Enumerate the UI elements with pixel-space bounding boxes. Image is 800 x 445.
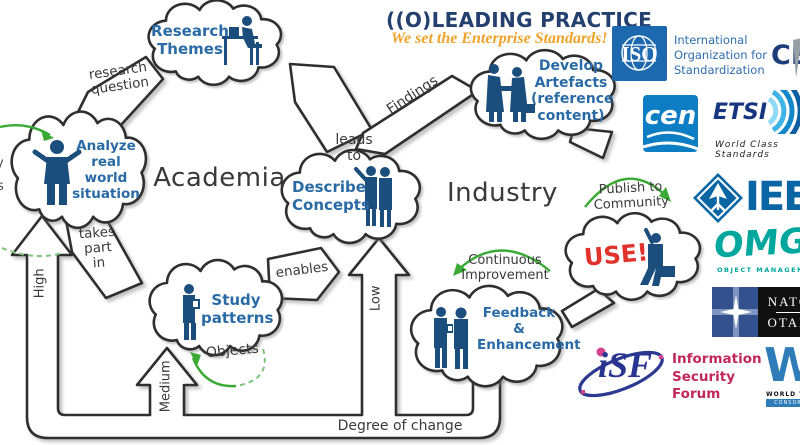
use-cloud-tail xyxy=(560,287,616,329)
objects-arc-dashed xyxy=(235,348,266,387)
ieee-diamond-icon xyxy=(693,173,743,223)
etsi-wordmark: ETSI xyxy=(713,100,768,125)
omg-caption: OBJECT MANAGEMENT xyxy=(717,266,800,274)
cen-logo: cen xyxy=(642,95,699,152)
analyze-person-icon xyxy=(32,140,82,205)
describe-people-icon xyxy=(354,166,392,227)
green-arrows xyxy=(0,124,671,388)
findings-ribbon xyxy=(354,74,480,156)
leads-to-label: leads to xyxy=(335,132,373,164)
etsi-arcs-icon xyxy=(767,90,800,134)
publish-arc xyxy=(584,177,668,208)
iso-abbr: ISO xyxy=(621,42,658,66)
takes-part-in-label: takes part in xyxy=(78,223,116,272)
incoming-arrow xyxy=(0,124,51,137)
high-label: High xyxy=(32,268,48,299)
leading-practice-tagline: We set the Enterprise Standards! xyxy=(391,30,608,47)
study-person-icon xyxy=(183,284,200,340)
w3c-bar: CONSOR xyxy=(766,399,800,407)
handshake-people-icon xyxy=(486,64,535,122)
publish-to-community-label: Publish to Community xyxy=(593,179,670,213)
analyze-label: Analyze real world situation xyxy=(72,138,140,202)
study-patterns-label: Study patterns xyxy=(201,291,274,327)
dashed-loop-arc xyxy=(1,247,63,258)
continuous-improvement-label: Continuous Improvement xyxy=(461,253,549,283)
degree-of-change-channel xyxy=(10,214,502,440)
develop-artefacts-cloud-tail xyxy=(568,126,614,160)
nato-flag-icon xyxy=(712,287,760,337)
develop-artefacts-label: Develop Artefacts (reference content) xyxy=(531,58,614,124)
research-themes-label: Research Themes xyxy=(151,22,229,58)
nato-star-icon xyxy=(720,295,752,329)
iso-logo: ISO xyxy=(612,26,667,81)
researcher-at-desk-icon xyxy=(222,16,262,65)
ieee-wordmark: IEEE xyxy=(745,174,800,220)
w3c-letter: W xyxy=(764,338,800,392)
leading-practice-logo: ((O)LEADING PRACTICE xyxy=(386,8,653,32)
use-label: USE! xyxy=(582,238,650,272)
isf-name: Information Security Forum xyxy=(672,351,762,403)
etsi-tagline: World Class Standards xyxy=(715,140,779,160)
industry-region-label: Industry xyxy=(447,178,558,208)
describe-concepts-label: Describe Concepts xyxy=(292,178,370,214)
degree-of-change-label: Degree of change xyxy=(337,418,463,434)
iso-name: International Organization for Standardi… xyxy=(674,33,767,77)
nato-line2: OTAN xyxy=(767,315,800,331)
w3c-caption: WORLD W xyxy=(766,391,800,398)
use-person-icon xyxy=(640,228,675,286)
cen-wordmark: cen xyxy=(644,101,697,131)
low-label: Low xyxy=(368,285,384,312)
cen-partial-mark-icon xyxy=(793,38,800,78)
edge-fragment-top: y xyxy=(0,156,4,171)
edge-fragment-bottom: s xyxy=(0,179,4,194)
objects-arc xyxy=(191,357,237,388)
iso-globe-icon xyxy=(621,35,657,71)
isf-wordmark: iSF xyxy=(598,345,653,385)
cen-swoosh-icon xyxy=(642,131,699,151)
omg-wordmark: OMG xyxy=(711,221,800,267)
person-icons xyxy=(32,16,675,369)
leads-to-ribbon xyxy=(288,62,374,154)
feedback-people-icon xyxy=(434,307,468,369)
medium-label: Medium xyxy=(158,360,174,413)
continuous-arc xyxy=(456,249,551,272)
academia-region-label: Academia xyxy=(153,163,286,193)
feedback-label: Feedback & Enhancement xyxy=(477,305,581,353)
isf-swoosh-icon xyxy=(578,347,664,398)
